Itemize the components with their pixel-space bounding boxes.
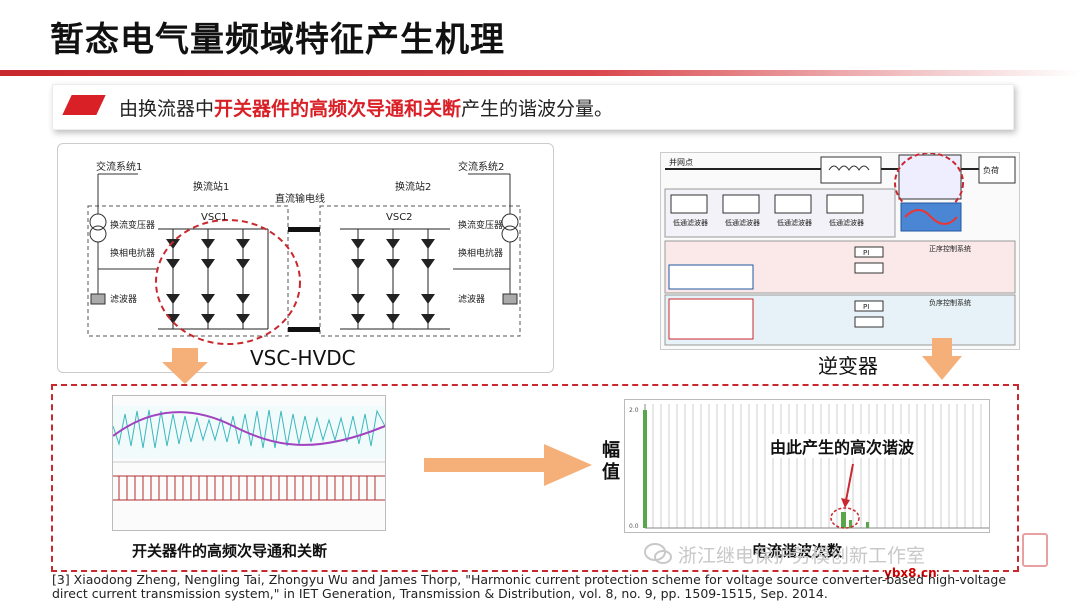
label-pi-1: PI xyxy=(863,249,869,257)
label-ac-sys1: 交流系统1 xyxy=(96,160,142,173)
arrow-down-left xyxy=(162,348,208,384)
label-reactor-right: 换相电抗器 xyxy=(458,247,503,259)
label-ac-sys2: 交流系统2 xyxy=(458,160,504,173)
switching-waveform xyxy=(112,395,386,531)
label-lpf-1: 低通滤波器 xyxy=(673,218,708,227)
spectrum-y-tick-top: 2.0 xyxy=(629,407,639,414)
label-transformer-left: 换流变压器 xyxy=(110,219,155,231)
label-vsc2: VSC2 xyxy=(386,212,413,223)
label-pcc: 并网点 xyxy=(669,157,693,167)
label-lpf-3: 低通滤波器 xyxy=(777,218,812,227)
spectrum-x-label: 电流谐波次数 xyxy=(752,542,843,560)
label-dc-line: 直流输电线 xyxy=(275,192,325,205)
inverter-schematic: 并网点 负荷 低通滤波器 低通滤波器 低通滤波器 低通滤波器 正序控制系统 PI… xyxy=(664,152,1016,346)
caption-vsc-hvdc: VSC-HVDC xyxy=(250,346,356,370)
label-lpf-4: 低通滤波器 xyxy=(829,218,864,227)
page-title: 暂态电气量频域特征产生机理 xyxy=(50,20,505,60)
label-load: 负荷 xyxy=(983,165,999,175)
vsc-hvdc-schematic: 交流系统1 交流系统2 换流站1 换流站2 直流输电线 VSC1 VSC2 换流… xyxy=(87,160,521,345)
waveform-plot xyxy=(112,406,386,501)
subtitle-prefix: 由换流器中 xyxy=(119,98,215,120)
watermark-site: ybx8.cn xyxy=(884,566,937,580)
spectrum-bar-harmonic-1 xyxy=(841,512,846,528)
label-filter-right: 滤波器 xyxy=(458,293,485,305)
caption-inverter: 逆变器 xyxy=(818,354,878,378)
flag-icon xyxy=(62,95,106,115)
spectrum-bar-harmonic-3 xyxy=(866,522,869,528)
inverter-diagram: 并网点 负荷 低通滤波器 低通滤波器 低通滤波器 低通滤波器 正序控制系统 PI… xyxy=(660,152,1020,350)
label-pos-ctrl: 正序控制系统 xyxy=(929,244,971,253)
subtitle-suffix: 产生的谐波分量。 xyxy=(461,98,614,120)
vsc-hvdc-diagram: 交流系统1 交流系统2 换流站1 换流站2 直流输电线 VSC1 VSC2 换流… xyxy=(57,143,554,373)
label-neg-ctrl: 负序控制系统 xyxy=(929,298,971,307)
label-filter-left: 滤波器 xyxy=(110,293,137,305)
spectrum-y-tick-bottom: 0.0 xyxy=(629,523,639,530)
label-pi-2: PI xyxy=(863,303,869,311)
waveform-caption: 开关器件的高频次导通和关断 xyxy=(132,542,328,560)
reference-citation: [3] Xiaodong Zheng, Nengling Tai, Zhongy… xyxy=(52,572,1007,601)
spectrum-y-label: 幅值 xyxy=(602,440,620,483)
subtitle-box: 由换流器中开关器件的高频次导通和关断产生的谐波分量。 xyxy=(52,84,1014,130)
wechat-icon xyxy=(644,542,672,566)
title-underline xyxy=(0,70,1080,76)
analysis-box xyxy=(51,384,1019,572)
label-station1: 换流站1 xyxy=(193,180,229,193)
spectrum-bar-fundamental xyxy=(643,410,647,528)
label-transformer-right: 换流变压器 xyxy=(458,219,503,231)
spectrum-bar-harmonic-2 xyxy=(849,520,852,528)
harmonic-annotation: 由此产生的高次谐波 xyxy=(768,434,917,458)
watermark-account: 浙江继电保护劳模创新工作室 xyxy=(678,545,926,567)
label-station2: 换流站2 xyxy=(395,180,431,193)
harmonic-spectrum: 2.0 0.0 xyxy=(624,399,990,533)
label-lpf-2: 低通滤波器 xyxy=(725,218,760,227)
arrow-down-right xyxy=(922,338,962,380)
label-reactor-left: 换相电抗器 xyxy=(110,247,155,259)
subtitle-text: 由换流器中开关器件的高频次导通和关断产生的谐波分量。 xyxy=(119,94,613,121)
label-vsc1: VSC1 xyxy=(201,212,228,223)
arrow-right xyxy=(424,444,592,486)
spectrum-plot: 2.0 0.0 xyxy=(629,404,989,530)
subtitle-highlight: 开关器件的高频次导通和关断 xyxy=(214,98,462,120)
logo-mark xyxy=(1022,533,1048,567)
